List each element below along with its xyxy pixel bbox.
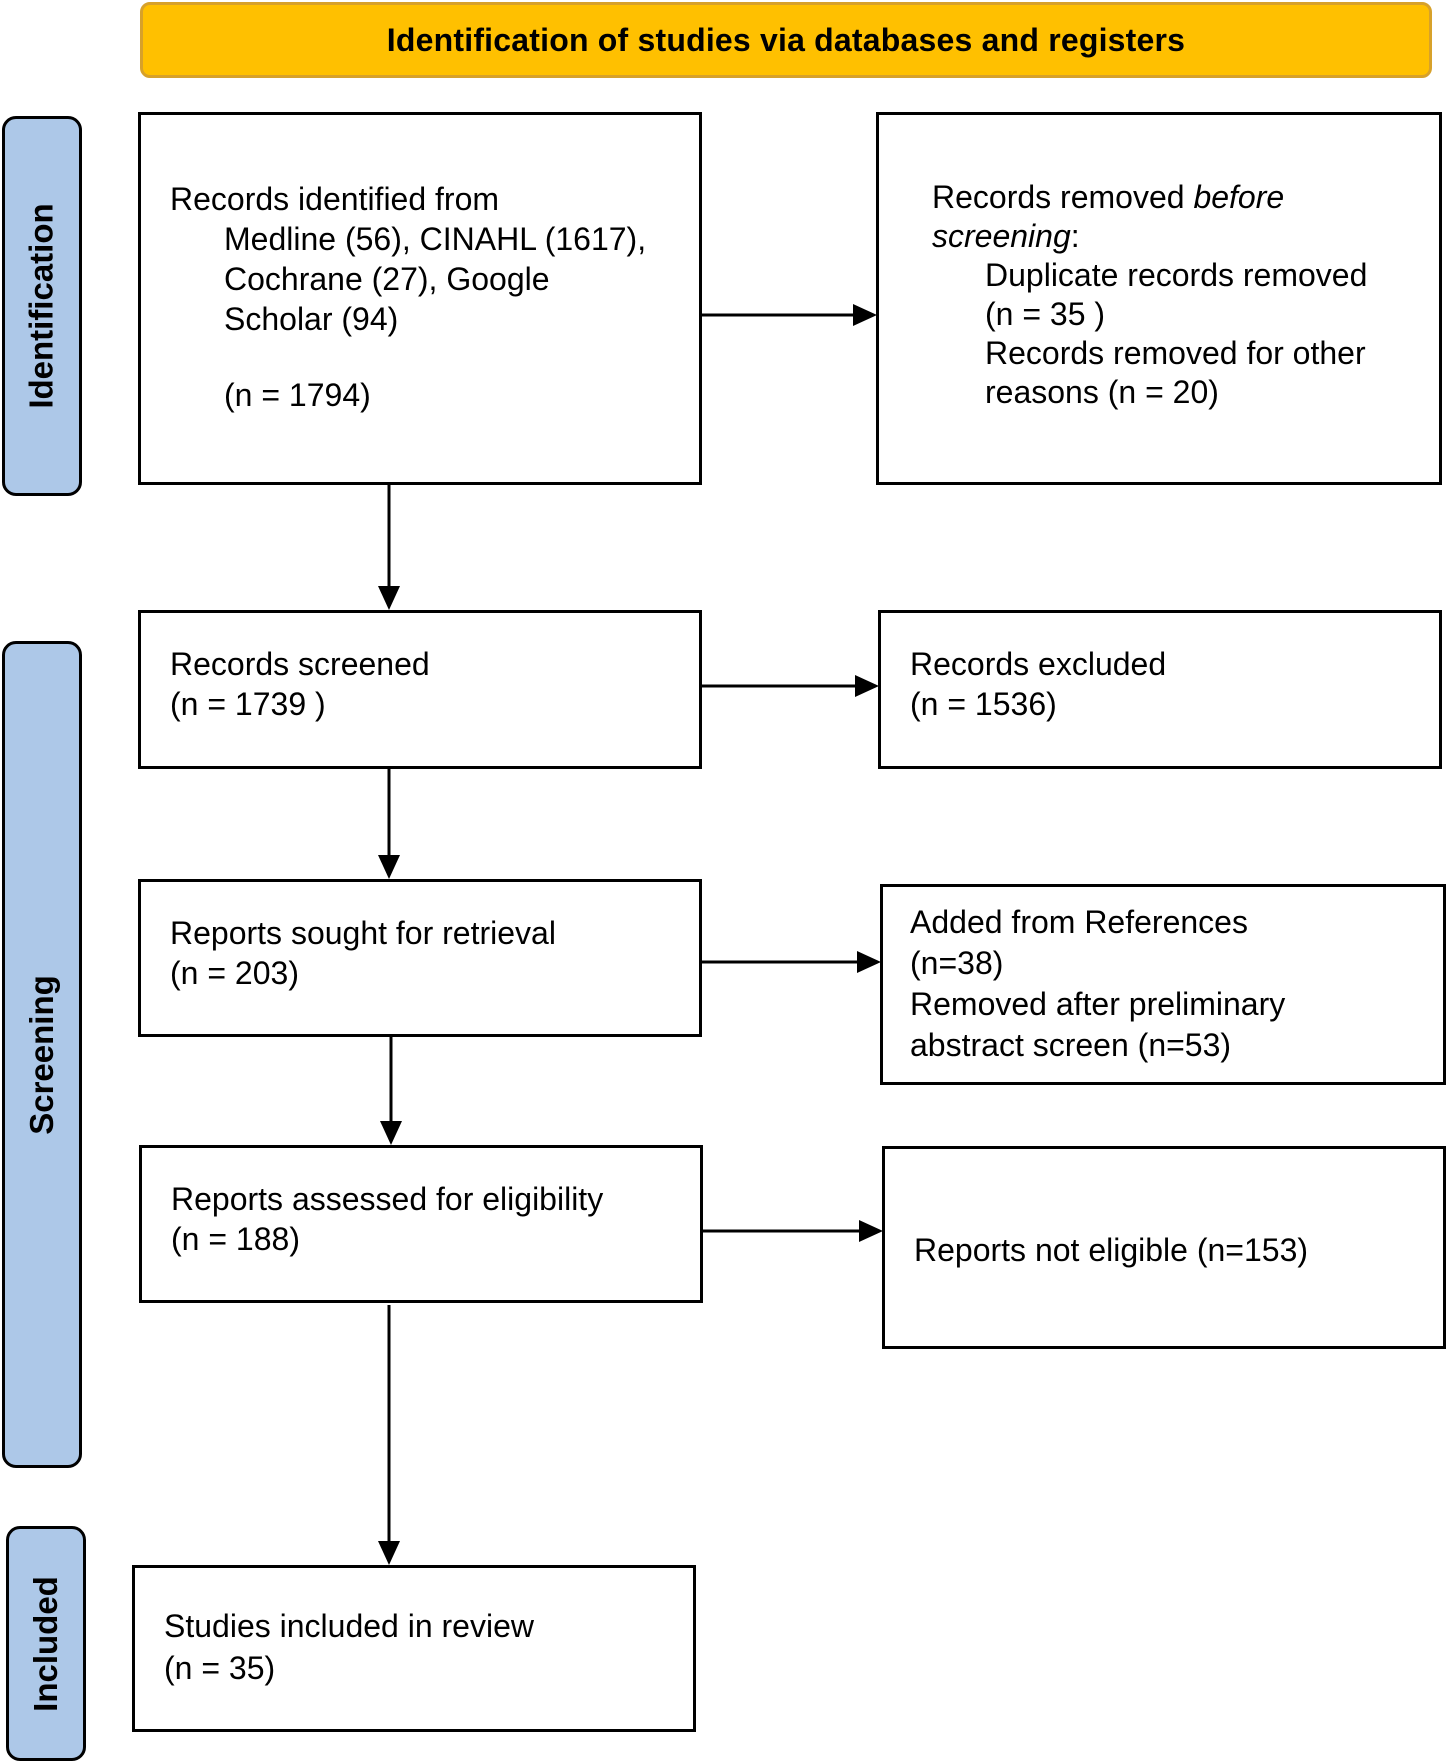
phase-included: Included [6, 1526, 86, 1761]
reports-sought-count: (n = 203) [170, 955, 299, 991]
duplicates-removed-count: (n = 35 ) [985, 296, 1106, 332]
removed-preliminary-line-2: abstract screen (n=53) [910, 1027, 1232, 1063]
records-identified-count: (n = 1794) [224, 377, 371, 413]
arrowhead-assessed-to-included [378, 1541, 400, 1565]
arrowhead-assessed-to-noteligible [859, 1220, 883, 1242]
records-removed-label-2: screening: [932, 217, 1439, 256]
records-screened-label: Records screened [170, 646, 430, 682]
studies-included-count: (n = 35) [164, 1650, 276, 1686]
box-added-removed: Added from References (n=38) Removed aft… [880, 884, 1446, 1085]
header-banner: Identification of studies via databases … [140, 2, 1432, 78]
records-excluded-count: (n = 1536) [910, 686, 1057, 722]
records-removed-label-emph-screening: screening [932, 218, 1071, 254]
added-from-references-count: (n=38) [910, 945, 1004, 981]
studies-included-label: Studies included in review [164, 1608, 534, 1644]
phase-screening: Screening [2, 641, 82, 1468]
arrowhead-screened-to-excluded [855, 675, 879, 697]
box-reports-sought: Reports sought for retrieval (n = 203) [138, 879, 702, 1037]
phase-identification: Identification [2, 116, 82, 496]
records-removed-label-emph-before: before [1193, 179, 1285, 215]
arrowhead-screened-to-sought [378, 855, 400, 879]
header-title: Identification of studies via databases … [386, 21, 1186, 58]
arrowhead-sought-to-added [857, 951, 881, 973]
duplicates-removed-label: Duplicate records removed [985, 257, 1368, 293]
other-removed-line-1: Records removed for other [985, 335, 1366, 371]
records-identified-sources-3: Scholar (94) [224, 301, 399, 337]
arrowhead-identified-to-screened [378, 586, 400, 610]
records-screened-count: (n = 1739 ) [170, 686, 326, 722]
records-excluded-label: Records excluded [910, 646, 1167, 682]
reports-assessed-count: (n = 188) [171, 1221, 300, 1257]
records-removed-label-1: Records removed before [932, 178, 1439, 217]
arrowhead-identified-to-removed [853, 304, 877, 326]
box-records-identified: Records identified from Medline (56), CI… [138, 112, 702, 485]
reports-sought-label: Reports sought for retrieval [170, 915, 556, 951]
records-identified-sources-1: Medline (56), CINAHL (1617), [224, 221, 647, 257]
records-identified-label: Records identified from [170, 181, 500, 217]
box-reports-not-eligible: Reports not eligible (n=153) [882, 1146, 1446, 1349]
reports-assessed-label: Reports assessed for eligibility [171, 1181, 604, 1217]
records-removed-label-pre: Records removed [932, 179, 1194, 215]
added-from-references-label: Added from References [910, 904, 1248, 940]
box-records-screened: Records screened (n = 1739 ) [138, 610, 702, 769]
box-records-removed-before: Records removed before screening: Duplic… [876, 112, 1442, 485]
box-studies-included: Studies included in review (n = 35) [132, 1565, 696, 1732]
box-reports-assessed: Reports assessed for eligibility (n = 18… [139, 1145, 703, 1303]
other-removed-line-2: reasons (n = 20) [985, 374, 1219, 410]
arrowhead-sought-to-assessed [380, 1121, 402, 1145]
records-identified-sources-2: Cochrane (27), Google [224, 261, 550, 297]
records-removed-label-post: : [1070, 218, 1080, 254]
removed-preliminary-line-1: Removed after preliminary [910, 986, 1286, 1022]
reports-not-eligible-label: Reports not eligible (n=153) [914, 1232, 1309, 1268]
box-records-excluded: Records excluded (n = 1536) [878, 610, 1442, 769]
